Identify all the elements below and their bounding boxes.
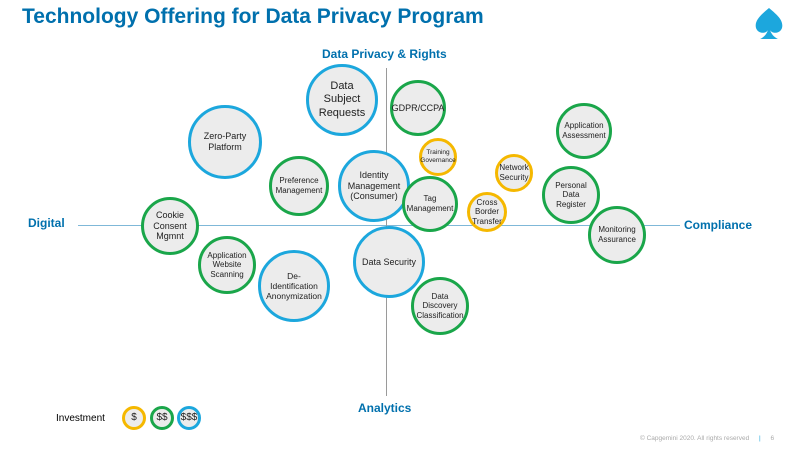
axis-top-label: Data Privacy & Rights	[322, 47, 447, 61]
axis-right-label: Compliance	[684, 218, 753, 232]
offering-bubble: Identity Management (Consumer)	[338, 150, 410, 222]
offering-bubble: Data Discovery Classification	[411, 277, 469, 335]
page-number: 6	[770, 435, 775, 442]
offering-bubble: Cookie Consent Mgmnt	[141, 197, 199, 255]
offering-bubble: De-Identification Anonymization	[258, 250, 330, 322]
offering-label: Tag Management	[406, 194, 454, 213]
axis-left-label: Digital	[28, 216, 65, 230]
copyright: © Capgemini 2020. All rights reserved	[640, 435, 750, 442]
offering-bubble: Preference Management	[269, 156, 329, 216]
axis-bottom-label: Analytics	[358, 401, 412, 415]
offering-label: GDPR/CCPA	[391, 102, 445, 113]
footer: © Capgemini 2020. All rights reserved | …	[640, 435, 775, 442]
horizontal-axis	[78, 225, 680, 226]
offering-bubble: Data Security	[353, 226, 425, 298]
legend-tier-high: $$$	[177, 406, 201, 430]
offering-bubble: Application Website Scanning	[198, 236, 256, 294]
offering-label: Preference Management	[275, 176, 323, 195]
offering-bubble: Zero-Party Platform	[188, 105, 262, 179]
offering-bubble: Training Governance	[419, 138, 457, 176]
offering-label: De-Identification Anonymization	[266, 270, 322, 302]
offering-bubble: Network Security	[495, 154, 533, 192]
offering-label: Data Security	[361, 256, 417, 267]
offering-bubble: GDPR/CCPA	[390, 80, 446, 136]
offering-label: Data Discovery Classification	[416, 291, 464, 320]
offering-bubble: Cross Border Transfer	[467, 192, 507, 232]
offering-bubble: Tag Management	[402, 176, 458, 232]
offering-label: Zero-Party Platform	[203, 131, 247, 152]
offering-bubble: Personal Data Register	[542, 166, 600, 224]
offering-label: Identity Management (Consumer)	[347, 169, 401, 202]
legend-label: Investment	[56, 413, 105, 424]
offering-label: Application Website Scanning	[207, 250, 247, 279]
offering-label: Data Subject Requests	[318, 80, 366, 119]
offering-label: Monitoring Assurance	[598, 225, 636, 244]
offering-label: Training Governance	[420, 149, 456, 164]
offering-label: Network Security	[499, 163, 529, 182]
offering-label: Application Assessment	[562, 121, 606, 140]
slide-title: Technology Offering for Data Privacy Pro…	[22, 5, 484, 28]
offering-label: Cross Border Transfer	[472, 197, 502, 226]
offering-bubble: Data Subject Requests	[306, 64, 378, 136]
offering-bubble: Monitoring Assurance	[588, 206, 646, 264]
legend-tier-low: $	[122, 406, 146, 430]
offering-label: Cookie Consent Mgmnt	[153, 209, 187, 242]
offering-bubble: Application Assessment	[556, 103, 612, 159]
capgemini-logo-icon	[755, 8, 783, 39]
offering-label: Personal Data Register	[555, 180, 587, 209]
legend-tier-mid: $$	[150, 406, 174, 430]
